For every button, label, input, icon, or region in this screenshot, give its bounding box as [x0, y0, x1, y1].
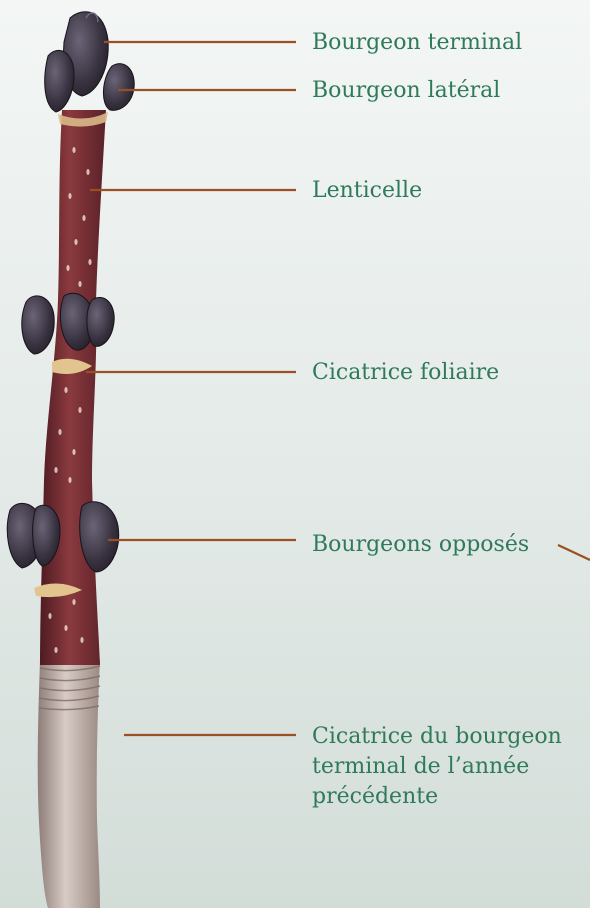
label-bud-scar-line2: terminal de l’année: [312, 752, 590, 782]
label-bud-scar-line1: Cicatrice du bourgeon: [312, 722, 590, 752]
middle-bud-pair: [22, 293, 114, 354]
label-lateral-bud: Bourgeon latéral: [312, 76, 500, 106]
leader-lines: [86, 42, 590, 735]
label-bud-scar-line3: précédente: [312, 782, 590, 812]
old-twig-segment: [38, 660, 100, 908]
terminal-bud-cluster: [45, 12, 135, 112]
twig-stem: [40, 110, 106, 665]
label-bud-scar: Cicatrice du bourgeon terminal de l’anné…: [312, 722, 590, 812]
label-leaf-scar: Cicatrice foliaire: [312, 358, 499, 388]
label-opposite-buds: Bourgeons opposés: [312, 530, 529, 560]
leader-offpage-arrow: [558, 545, 590, 560]
label-lenticel: Lenticelle: [312, 176, 422, 206]
label-terminal-bud: Bourgeon terminal: [312, 28, 522, 58]
